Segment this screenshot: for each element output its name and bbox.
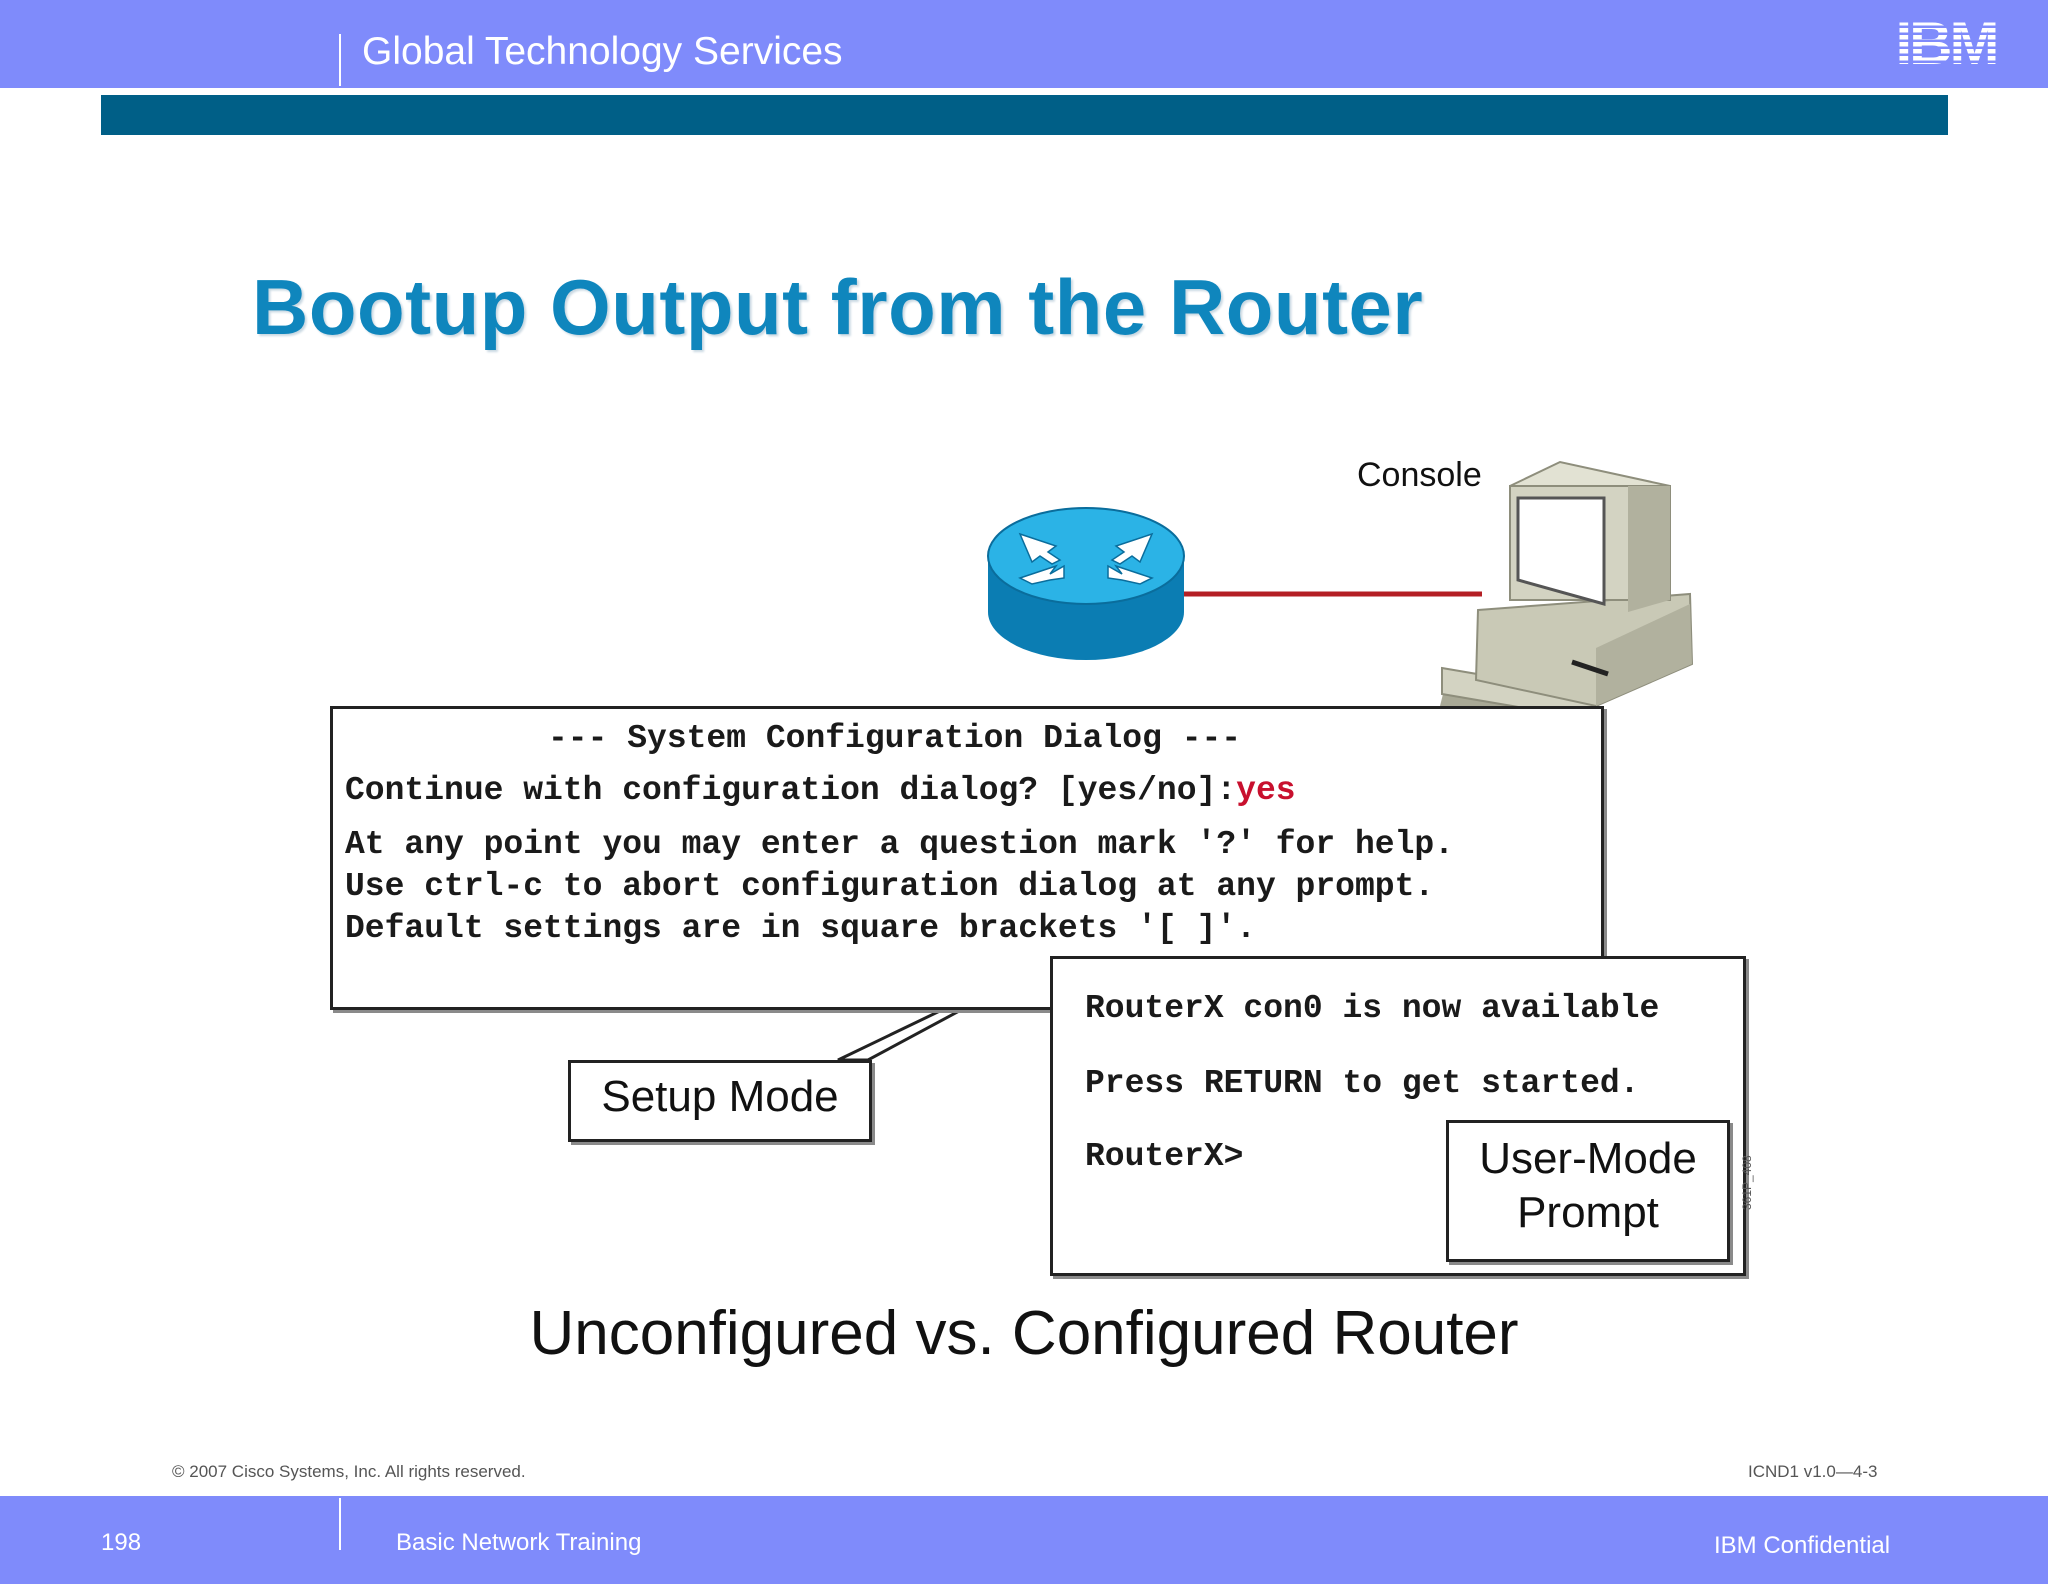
setup-dialog-help-line: At any point you may enter a question ma… — [345, 826, 1454, 863]
configured-prompt: RouterX> — [1085, 1138, 1244, 1175]
setup-dialog-default-line: Default settings are in square brackets … — [345, 910, 1256, 947]
page-number: 198 — [101, 1529, 142, 1556]
console-pc-icon — [1440, 460, 1694, 732]
router-icon — [987, 507, 1185, 660]
header-title: Global Technology Services — [362, 30, 843, 73]
confidential-label: IBM Confidential — [1714, 1532, 1891, 1559]
console-label: Console — [1357, 456, 1482, 494]
setup-dialog-header: --- System Configuration Dialog --- — [548, 720, 1242, 757]
setup-prompt-text: Continue with configuration dialog? [yes… — [345, 772, 1237, 809]
footer-title: Basic Network Training — [396, 1529, 642, 1556]
user-mode-label-line2: Prompt — [1517, 1188, 1659, 1237]
setup-mode-label: Setup Mode — [601, 1072, 839, 1121]
header-divider — [339, 34, 341, 86]
footer-bar — [0, 1496, 2048, 1584]
diagram-caption: Unconfigured vs. Configured Router — [529, 1299, 1519, 1368]
ibm-logo: IBM — [1896, 14, 1996, 70]
slide-title: Bootup Output from the Router — [252, 263, 1424, 351]
cisco-copyright: © 2007 Cisco Systems, Inc. All rights re… — [172, 1462, 526, 1481]
configured-press-line: Press RETURN to get started. — [1085, 1065, 1640, 1102]
accent-strip — [101, 95, 1948, 135]
user-mode-label: User-Mode Prompt — [1446, 1132, 1730, 1240]
setup-prompt-answer: yes — [1236, 772, 1296, 809]
user-mode-label-line1: User-Mode — [1479, 1134, 1697, 1183]
footer-divider — [339, 1498, 341, 1550]
configured-available-line: RouterX con0 is now available — [1085, 990, 1660, 1027]
figure-code: 361P_408 — [1740, 1155, 1754, 1210]
setup-dialog-prompt: Continue with configuration dialog? [yes… — [345, 772, 1296, 809]
user-mode-callout — [1446, 1120, 1730, 1262]
svg-text:IBM: IBM — [1896, 14, 1996, 70]
setup-mode-callout — [568, 1060, 872, 1142]
setup-dialog-abort-line: Use ctrl-c to abort configuration dialog… — [345, 868, 1435, 905]
header-bar — [0, 0, 2048, 88]
course-code: ICND1 v1.0—4-3 — [1748, 1462, 1878, 1481]
